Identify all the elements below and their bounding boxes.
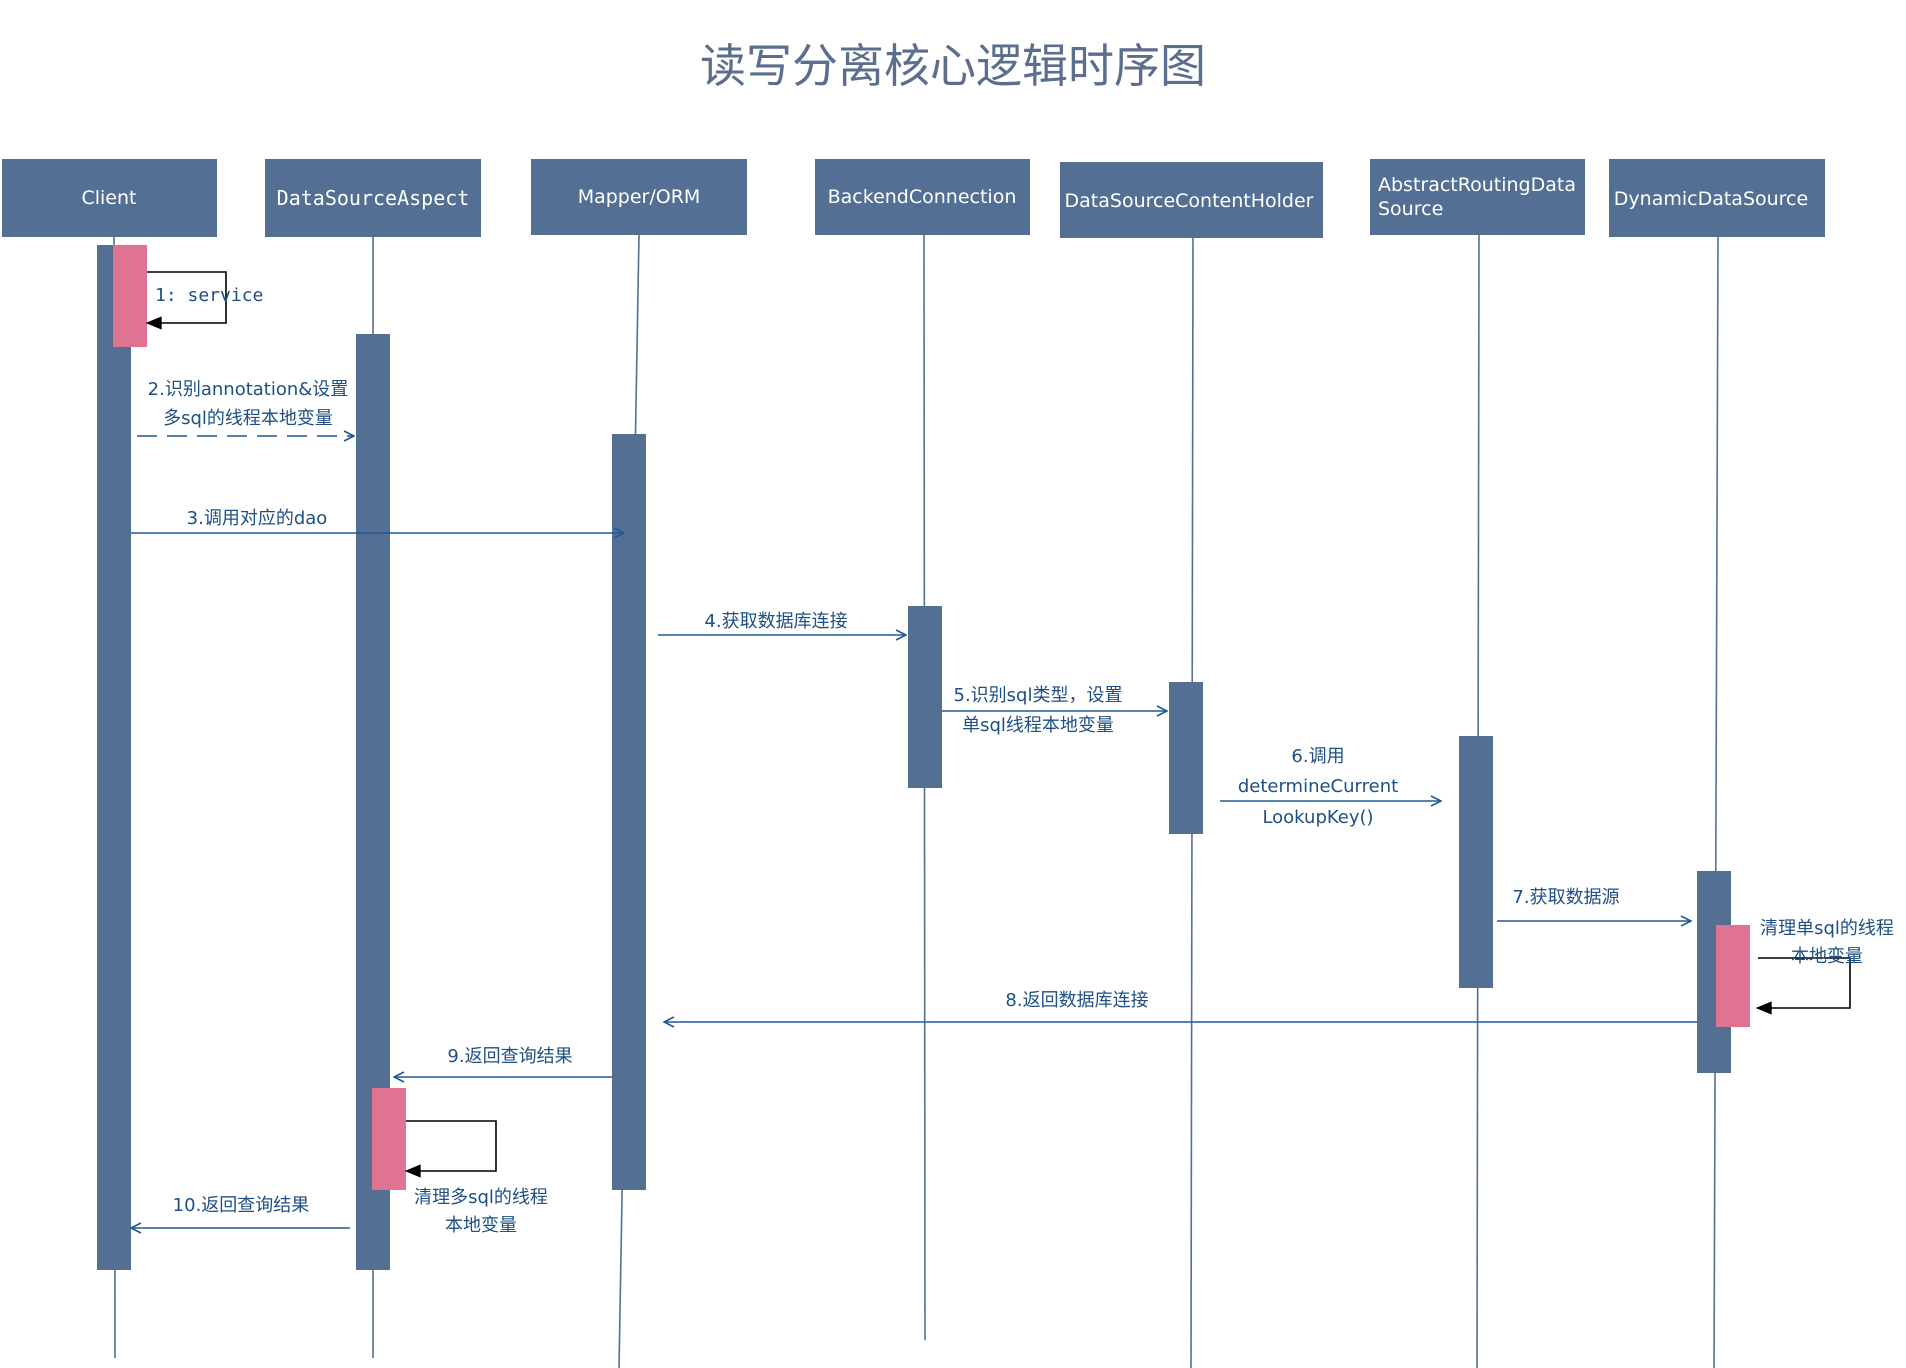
participant-holder-label: DataSourceContentHolder bbox=[1065, 190, 1314, 212]
activation-backend bbox=[908, 606, 942, 788]
participant-mapper-label: Mapper/ORM bbox=[578, 186, 701, 208]
participant-aspect: DataSourceAspect bbox=[265, 159, 481, 237]
activation-holder bbox=[1169, 682, 1203, 834]
self-message-dynamic-label-line1: 清理单sql的线程 bbox=[1760, 918, 1894, 939]
message-5-label-line1: 5.识别sql类型，设置 bbox=[954, 685, 1123, 706]
participant-mapper: Mapper/ORM bbox=[531, 159, 747, 235]
message-1-arrow bbox=[145, 271, 227, 330]
lifeline-dynamic bbox=[1713, 234, 1719, 1368]
participant-backend: BackendConnection bbox=[815, 159, 1030, 235]
self-call-aspect bbox=[372, 1088, 406, 1190]
participant-backend-label: BackendConnection bbox=[828, 186, 1017, 208]
participant-aspect-label: DataSourceAspect bbox=[277, 186, 470, 210]
self-call-dynamic bbox=[1716, 925, 1750, 1027]
message-8-label: 8.返回数据库连接 bbox=[1005, 990, 1148, 1011]
message-2-label-line2: 多sql的线程本地变量 bbox=[163, 408, 333, 429]
participant-client-label: Client bbox=[81, 187, 136, 209]
message-9-label: 9.返回查询结果 bbox=[447, 1046, 572, 1067]
message-4-label: 4.获取数据库连接 bbox=[704, 611, 847, 632]
activation-client bbox=[97, 245, 131, 1270]
self-message-dynamic-arrow bbox=[1755, 957, 1851, 1015]
diagram-title: 读写分离核心逻辑时序图 bbox=[700, 39, 1206, 93]
participant-client: Client bbox=[2, 159, 217, 237]
self-call-client bbox=[113, 245, 147, 347]
participant-routing-label-line2: Source bbox=[1378, 198, 1443, 220]
participant-dynamic-label: DynamicDataSource bbox=[1614, 188, 1808, 210]
self-message-dynamic-label-line2: 本地变量 bbox=[1791, 946, 1863, 967]
message-6-label-line3: LookupKey() bbox=[1262, 807, 1373, 828]
self-message-aspect-arrow bbox=[404, 1120, 497, 1178]
message-6-label-line1: 6.调用 bbox=[1291, 746, 1344, 767]
activation-routing bbox=[1459, 736, 1493, 988]
participant-dynamic: DynamicDataSource bbox=[1609, 159, 1825, 237]
self-message-aspect-label-line2: 本地变量 bbox=[445, 1215, 517, 1236]
message-2-label-line1: 2.识别annotation&设置 bbox=[148, 379, 349, 400]
self-message-aspect-label-line1: 清理多sql的线程 bbox=[414, 1187, 548, 1208]
message-6-label-line2: determineCurrent bbox=[1238, 776, 1398, 797]
message-3-label: 3.调用对应的dao bbox=[187, 508, 328, 529]
participant-routing: AbstractRoutingData Source bbox=[1370, 159, 1585, 235]
message-5-label-line2: 单sql线程本地变量 bbox=[962, 715, 1114, 736]
message-7-label: 7.获取数据源 bbox=[1512, 887, 1619, 908]
message-10-label: 10.返回查询结果 bbox=[173, 1195, 310, 1216]
participant-holder: DataSourceContentHolder bbox=[1060, 162, 1323, 238]
participant-routing-label-line1: AbstractRoutingData bbox=[1378, 174, 1576, 196]
message-1-label: 1: service bbox=[155, 285, 263, 306]
activation-mapper bbox=[612, 434, 646, 1190]
